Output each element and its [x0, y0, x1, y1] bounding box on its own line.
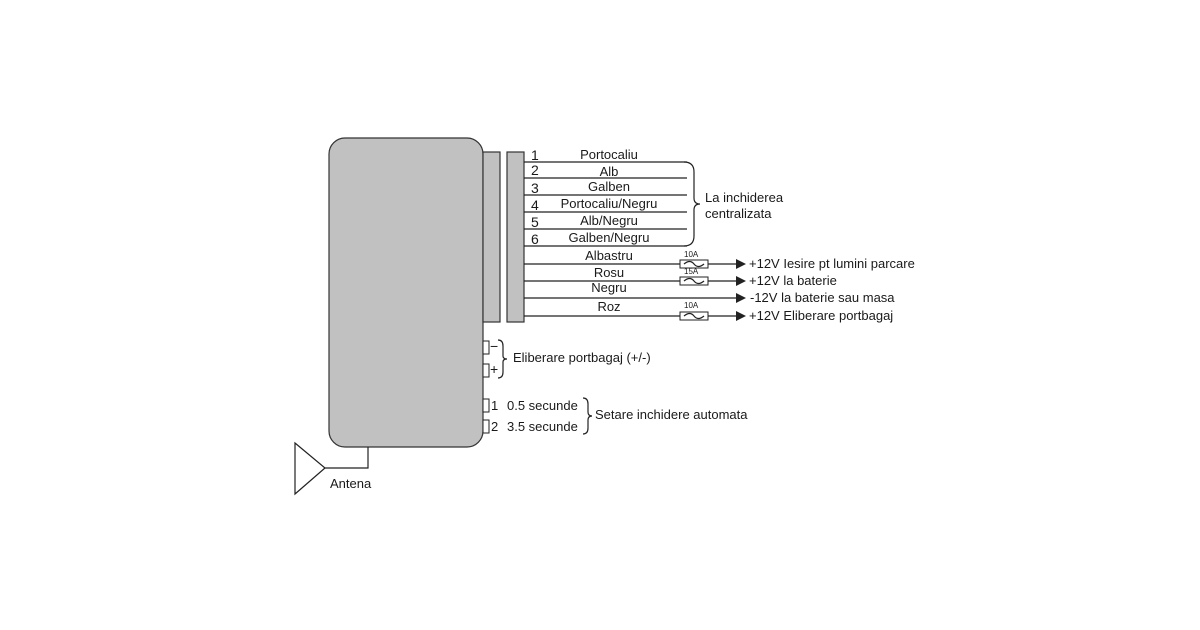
- wire-number: 3: [531, 180, 539, 196]
- fuse-rating: 15A: [684, 267, 699, 276]
- trunk-release-label: Eliberare portbagaj (+/-): [513, 350, 651, 365]
- option-label: 0.5 secunde: [507, 398, 578, 413]
- option-label: 3.5 secunde: [507, 419, 578, 434]
- trunk-release-terminals: − + Eliberare portbagaj (+/-): [482, 338, 651, 379]
- wire-target: +12V la baterie: [749, 273, 837, 288]
- fuse-icon: [679, 276, 709, 286]
- central-lock-label-2: centralizata: [705, 206, 772, 221]
- wire-albastru: Albastru 10A +12V Iesire pt lumini parca…: [524, 248, 915, 271]
- arrow-icon: [736, 311, 746, 321]
- fuse-icon: [679, 311, 709, 321]
- wire-target: -12V la baterie sau masa: [750, 290, 895, 305]
- fuse-rating: 10A: [684, 301, 699, 310]
- terminal-plus: [482, 363, 490, 378]
- wire-1: 1 Portocaliu: [524, 147, 687, 163]
- wire-rosu: Rosu 15A +12V la baterie: [524, 265, 837, 288]
- wire-label: Rosu: [594, 265, 624, 280]
- brace: [582, 397, 593, 435]
- fuse-icon: [679, 259, 709, 269]
- auto-lock-label: Setare inchidere automata: [595, 407, 748, 422]
- wire-number: 4: [531, 197, 539, 213]
- wire-5: 5 Alb/Negru: [524, 213, 687, 230]
- wire-negru: Negru -12V la baterie sau masa: [524, 280, 895, 305]
- wire-label: Portocaliu/Negru: [561, 196, 658, 211]
- option-number: 2: [491, 419, 498, 434]
- wire-target: +12V Iesire pt lumini parcare: [749, 256, 915, 271]
- antenna: Antena: [294, 441, 372, 496]
- terminal-1: [482, 398, 490, 413]
- wire-number: 2: [531, 162, 539, 178]
- wire-4: 4 Portocaliu/Negru: [524, 196, 687, 213]
- power-wires: Albastru 10A +12V Iesire pt lumini parca…: [524, 248, 915, 323]
- plus-sign: +: [490, 361, 498, 377]
- wire-label: Albastru: [585, 248, 633, 263]
- connector-plug: [506, 151, 525, 323]
- fuse-rating: 10A: [684, 250, 699, 259]
- central-lock-wires: 1 Portocaliu 2 Alb 3 Galben 4 Portocaliu/Neg…: [524, 147, 784, 247]
- minus-sign: −: [490, 338, 498, 354]
- antenna-label: Antena: [330, 476, 372, 491]
- brace: [497, 339, 508, 379]
- option-number: 1: [491, 398, 498, 413]
- wire-target: +12V Eliberare portbagaj: [749, 308, 893, 323]
- wire-label: Galben/Negru: [569, 230, 650, 245]
- auto-lock-terminals: 1 0.5 secunde 2 3.5 secunde Setare inchi…: [482, 397, 748, 435]
- alarm-module: [328, 137, 484, 448]
- arrow-icon: [736, 259, 746, 269]
- connector-housing: [482, 151, 501, 323]
- wire-roz: Roz 10A +12V Eliberare portbagaj: [524, 299, 893, 323]
- wire-3: 3 Galben: [524, 179, 687, 196]
- wire-2: 2 Alb: [524, 162, 687, 179]
- terminal-2: [482, 419, 490, 434]
- wire-label: Roz: [597, 299, 620, 314]
- arrow-icon: [736, 293, 746, 303]
- wire-label: Galben: [588, 179, 630, 194]
- wire-number: 5: [531, 214, 539, 230]
- wire-6: 6 Galben/Negru: [524, 230, 687, 247]
- terminal-minus: [482, 340, 490, 355]
- central-lock-label: La inchiderea: [705, 190, 784, 205]
- wire-label: Alb/Negru: [580, 213, 638, 228]
- wire-label: Alb: [600, 164, 619, 179]
- brace: [683, 161, 701, 247]
- wire-label: Negru: [591, 280, 626, 295]
- wire-number: 6: [531, 231, 539, 247]
- wire-label: Portocaliu: [580, 147, 638, 162]
- antenna-icon: [294, 441, 326, 496]
- wire-number: 1: [531, 147, 539, 163]
- arrow-icon: [736, 276, 746, 286]
